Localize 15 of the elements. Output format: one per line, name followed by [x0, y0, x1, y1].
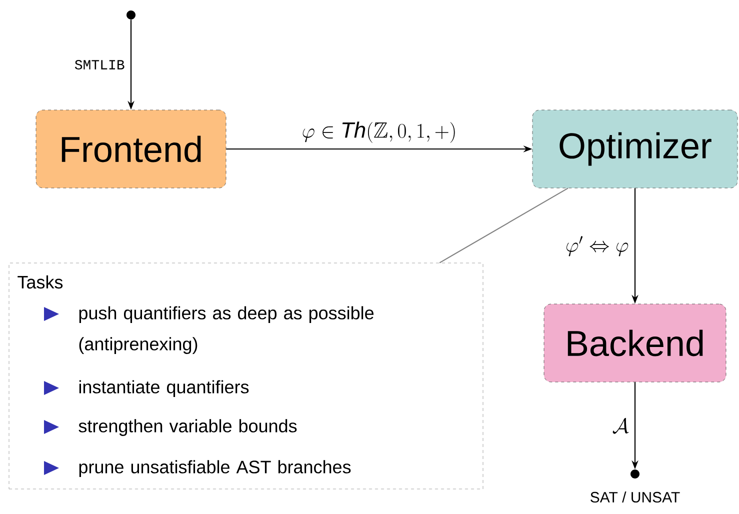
- edge-label: $\varphi' \Leftrightarrow \varphi$: [563, 234, 631, 258]
- list-item: prune unsatisfiable AST branches: [79, 460, 351, 477]
- list-item: strengthen variable bounds: [78, 419, 297, 436]
- process-box: Optimizer: [532, 110, 738, 188]
- list-item: push quantifiers as deep as possible (antiprenexing): [79, 306, 374, 354]
- dot: [126, 10, 136, 20]
- edge-label: $\mathcal{A}$: [610, 416, 631, 435]
- list-item: instantiate quantifiers: [79, 380, 249, 397]
- edge-label: SMTLIB: [72, 58, 127, 72]
- result-label: SAT / UNSAT: [590, 492, 680, 503]
- leader-line: [439, 188, 568, 264]
- process-box: Backend: [544, 304, 726, 382]
- list-heading: Tasks: [18, 275, 63, 289]
- edge-label: $\varphi \in \mathit{Th}(\mathbb{Z}, 0, 1, +)$: [300, 120, 459, 145]
- process-box: Frontend: [36, 110, 226, 188]
